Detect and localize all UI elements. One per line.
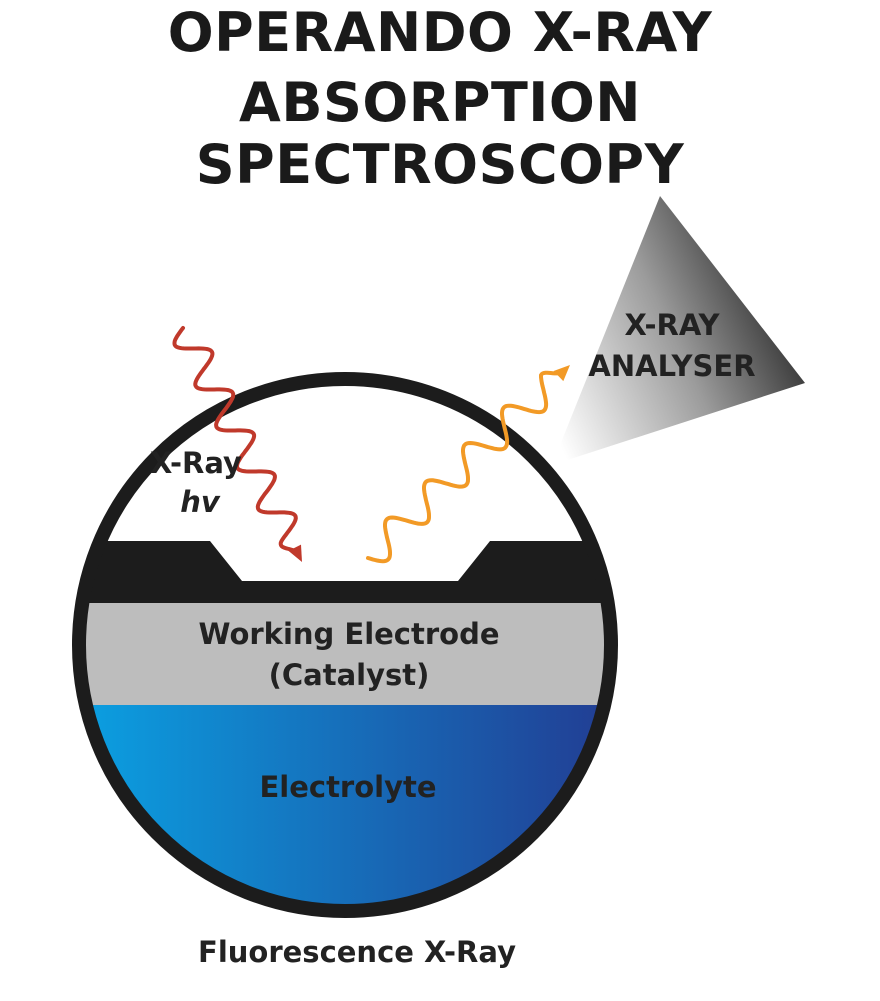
cell-interior <box>79 379 611 911</box>
working-electrode-label-line1: Working Electrode <box>198 617 499 651</box>
caption: Fluorescence X-Ray <box>198 935 516 969</box>
working-electrode-layer <box>79 603 611 705</box>
analyser-label-line2: ANALYSER <box>588 349 755 383</box>
hv-label: hv <box>180 485 221 519</box>
working-electrode-label-line2: (Catalyst) <box>269 658 430 692</box>
fluorescence-xray-wave <box>366 369 566 564</box>
window-frame <box>79 541 611 603</box>
electrolyte-label: Electrolyte <box>259 770 436 804</box>
analyser-triangle <box>552 196 805 465</box>
cell-outline <box>72 372 618 918</box>
analyser-label-line1: X-RAY <box>624 308 720 342</box>
xray-label: X-Ray <box>150 446 242 480</box>
fluorescence-arrowhead <box>553 365 570 382</box>
incident-arrowhead <box>288 544 302 562</box>
title-line-1: OPERANDO X-RAY <box>167 1 713 64</box>
incident-xray-wave <box>172 326 300 556</box>
title-line-2: ABSORPTION SPECTROSCOPY <box>195 71 685 196</box>
